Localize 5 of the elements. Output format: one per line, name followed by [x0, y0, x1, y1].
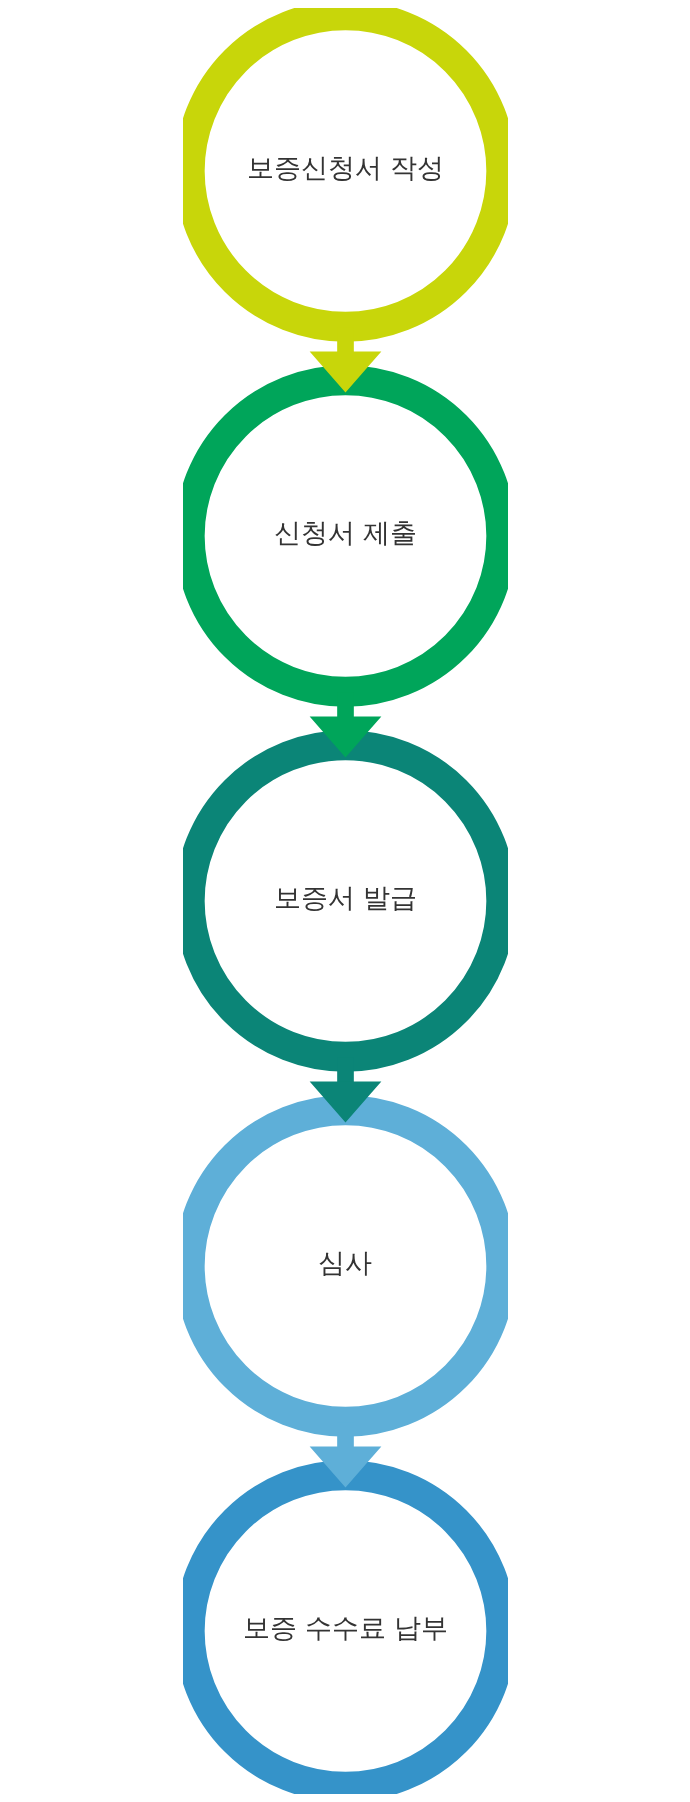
node-circle: 보증서 발급 [182, 730, 508, 1072]
node-circle: 심사 [182, 1095, 508, 1437]
node-circle: 신청서 제출 [182, 365, 508, 707]
node-circle: 보증신청서 작성 [182, 8, 508, 342]
node-circle: 보증 수수료 납부 [182, 1460, 508, 1794]
